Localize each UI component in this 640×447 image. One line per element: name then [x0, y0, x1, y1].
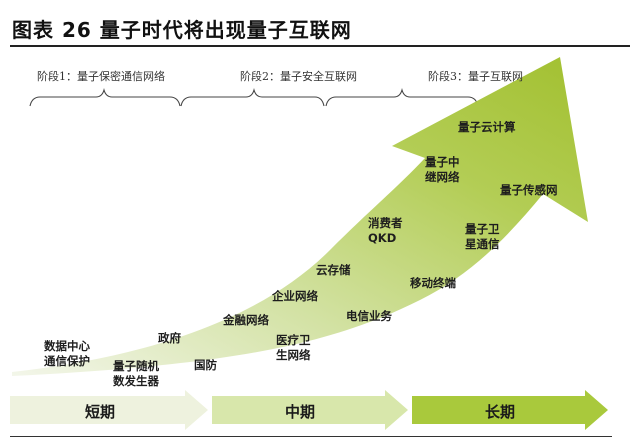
app-defense: 国防: [194, 358, 217, 372]
period-arrow-mid: [212, 390, 408, 430]
stage-2-label: 阶段2：量子安全互联网: [240, 70, 357, 83]
title-divider: [10, 45, 630, 47]
stage-brace-2: [180, 88, 325, 107]
bottom-divider: [10, 436, 612, 437]
app-data-center: 数据中心 通信保护: [44, 339, 90, 368]
app-telecom: 电信业务: [346, 309, 392, 323]
stage-1-label: 阶段1：量子保密通信网络: [37, 70, 165, 83]
app-mobile-terminal: 移动终端: [410, 276, 456, 290]
app-satellite-comm: 量子卫 星通信: [465, 222, 500, 251]
period-arrow-long: [412, 390, 608, 430]
app-quantum-sensing: 量子传感网: [500, 183, 558, 197]
stage-3-label: 阶段3：量子互联网: [428, 70, 523, 83]
period-arrow-short: [10, 390, 208, 430]
figure-title: 图表 26 量子时代将出现量子互联网: [12, 18, 352, 42]
app-consumer-qkd: 消费者 QKD: [368, 216, 403, 245]
period-long-label: 长期: [484, 403, 515, 421]
app-quantum-cloud: 量子云计算: [458, 120, 516, 134]
app-cloud-storage: 云存储: [316, 263, 351, 277]
app-quantum-repeater: 量子中 继网络: [425, 155, 460, 184]
app-government: 政府: [158, 331, 181, 345]
period-short-label: 短期: [84, 403, 115, 421]
app-qrng: 量子随机 数发生器: [113, 359, 159, 388]
app-finance: 金融网络: [223, 313, 269, 327]
app-healthcare: 医疗卫 生网络: [276, 333, 311, 362]
period-mid-label: 中期: [284, 403, 315, 421]
curved-growth-arrow: [12, 57, 588, 376]
app-enterprise: 企业网络: [272, 289, 318, 303]
stage-brace-3: [325, 88, 479, 107]
stage-brace-1: [29, 88, 181, 107]
